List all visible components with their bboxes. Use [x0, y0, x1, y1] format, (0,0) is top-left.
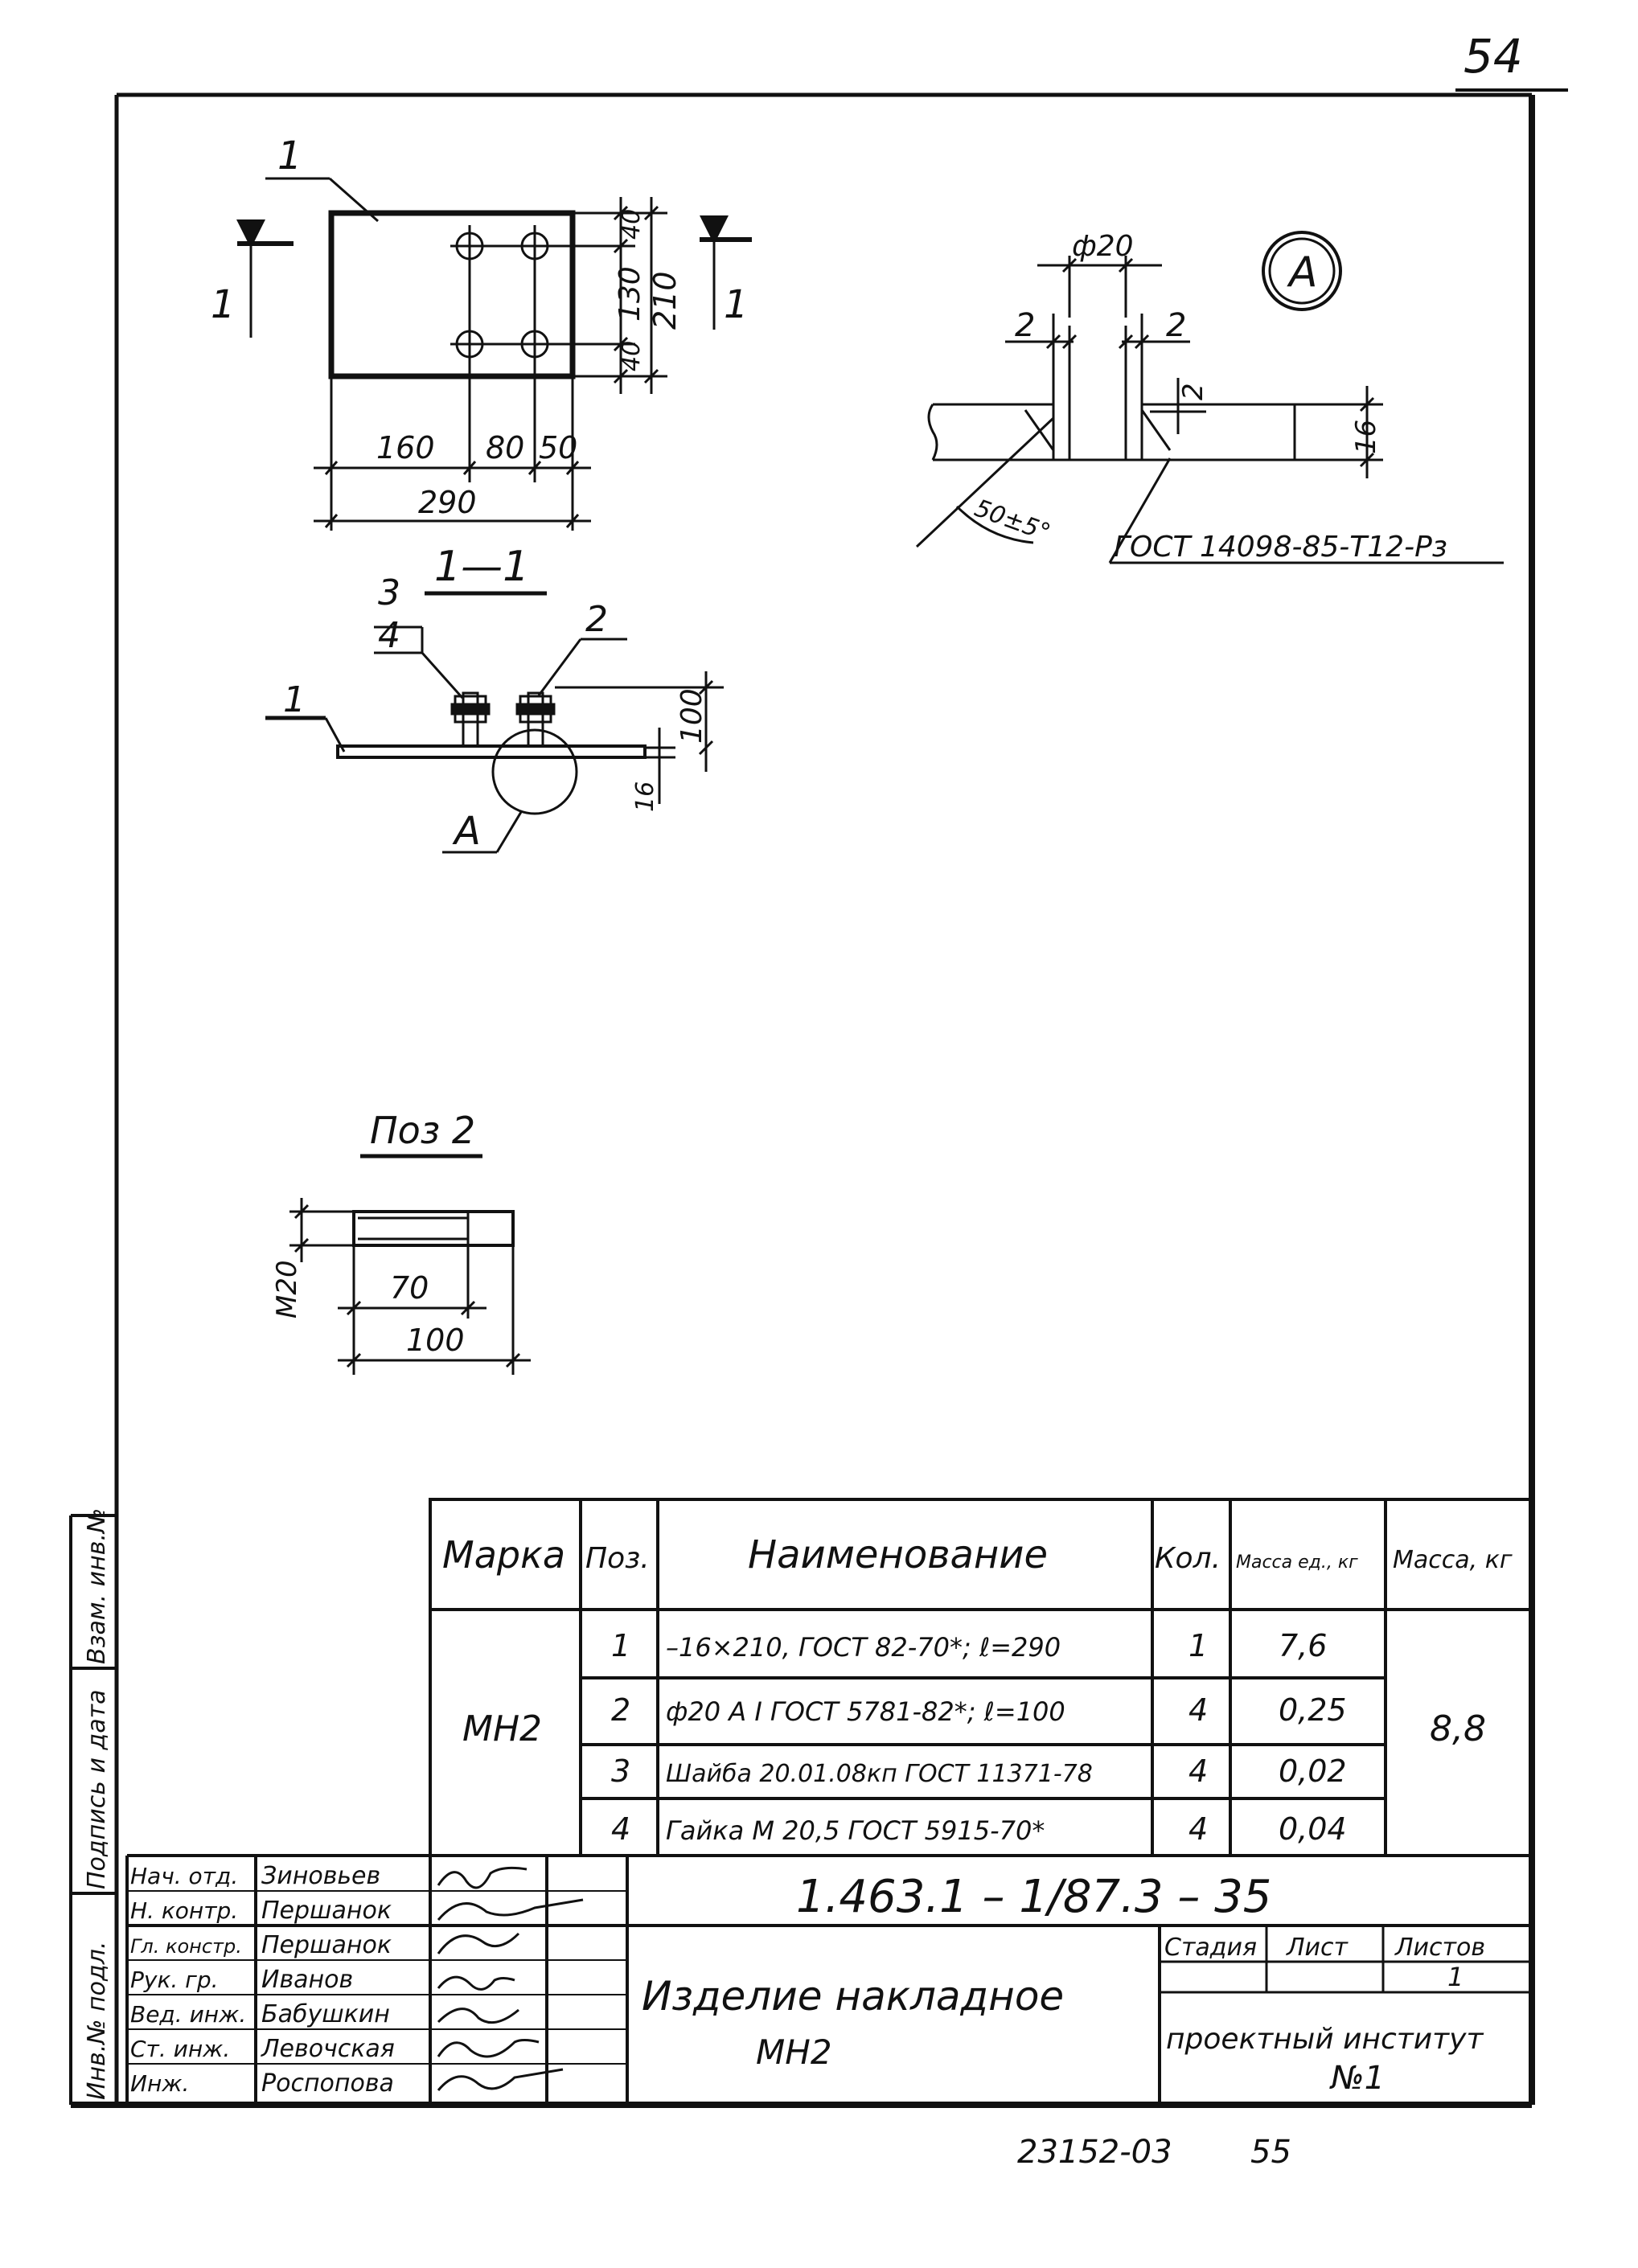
- section-mark-right: 1: [724, 282, 749, 327]
- detail-dia: ф20: [1072, 230, 1134, 263]
- spec-row-name: ф20 А I ГОСТ 5781-82*; ℓ=100: [666, 1696, 1065, 1727]
- signatures: [437, 1866, 584, 2091]
- spec-row-name: Гайка М 20,5 ГОСТ 5915-70*: [666, 1815, 1045, 1846]
- spec-row-qty: 1: [1188, 1628, 1208, 1663]
- spec-row-pos: 4: [611, 1811, 630, 1847]
- spec-row-2: 2 ф20 А I ГОСТ 5781-82*; ℓ=100 4 0,25: [611, 1692, 1347, 1728]
- bottom-code: 23152-03: [1017, 2134, 1172, 2171]
- spec-row-name: Шайба 20.01.08кп ГОСТ 11371-78: [666, 1760, 1093, 1788]
- detail-thick: 16: [1350, 420, 1382, 454]
- section-label-2: 2: [585, 599, 608, 640]
- spec-header-name: Наименование: [748, 1532, 1048, 1577]
- spec-row-3: 3 Шайба 20.01.08кп ГОСТ 11371-78 4 0,02: [611, 1753, 1347, 1789]
- dim-50: 50: [539, 430, 577, 465]
- detail-gost: ГОСТ 14098-85-Т12-Рз: [1114, 531, 1447, 564]
- pos2-view: [289, 1154, 531, 1375]
- spec-row-pos: 3: [611, 1753, 630, 1789]
- title-block-grid: [125, 1854, 1532, 2105]
- dim-40-bottom: 40: [618, 341, 646, 371]
- spec-row-name: –16×210, ГОСТ 82-70*; ℓ=290: [666, 1632, 1061, 1663]
- side-stamp-podp: Подпись и дата: [83, 1690, 111, 1890]
- spec-row-mass: 0,02: [1279, 1753, 1347, 1789]
- sheet-label: Лист: [1286, 1934, 1349, 1962]
- spec-row-pos: 2: [611, 1692, 630, 1728]
- detail-label: A: [1287, 248, 1318, 297]
- section-label-3: 3: [378, 572, 400, 613]
- item-name: Изделие накладное: [642, 1973, 1064, 2020]
- org-line1: проектный институт: [1166, 2023, 1484, 2056]
- name-7: Роспопова: [261, 2069, 394, 2098]
- sheet-frame: [71, 92, 1535, 2108]
- role-7: Инж.: [130, 2070, 189, 2097]
- side-stamp-vzam: Взам. инв.№: [83, 1508, 111, 1664]
- spec-mark: МН2: [462, 1708, 542, 1749]
- role-6: Ст. инж.: [130, 2036, 230, 2062]
- pos2-thread: М20: [271, 1260, 303, 1319]
- section-mark-left: 1: [211, 282, 236, 327]
- side-stamp-inv: Инв.№ подл.: [83, 1942, 111, 2100]
- plan-pos-label: 1: [277, 133, 302, 178]
- spec-row-mass: 0,25: [1279, 1692, 1347, 1728]
- plan-view: [236, 177, 752, 531]
- bolt-holes: [450, 225, 555, 362]
- detail-gap-left: 2: [1015, 307, 1035, 344]
- doc-code: 1.463.1 – 1/87.3 – 35: [796, 1871, 1271, 1923]
- dim-40-top: 40: [618, 209, 646, 240]
- dim-80: 80: [486, 430, 524, 465]
- role-5: Вед. инж.: [130, 2001, 246, 2028]
- section-title: 1—1: [434, 543, 529, 591]
- item-mark: МН2: [756, 2032, 832, 2072]
- role-2: Н. контр.: [130, 1897, 238, 1924]
- section-view: [265, 591, 724, 854]
- spec-header-mass: Масса, кг: [1393, 1546, 1513, 1574]
- name-4: Иванов: [261, 1966, 353, 1994]
- role-3: Гл. констр.: [130, 1935, 242, 1958]
- sheets-count: 1: [1447, 1962, 1464, 1992]
- signature-names: Зиновьев Першанок Першанок Иванов Бабушк…: [261, 1862, 395, 2098]
- section-node-label: A: [452, 809, 481, 854]
- bottom-page: 55: [1250, 2134, 1291, 2171]
- pos2-len-thread: 70: [390, 1270, 429, 1306]
- spec-row-qty: 4: [1188, 1692, 1208, 1728]
- sheets-label: Листов: [1394, 1934, 1485, 1962]
- detail-weld: 2: [1177, 383, 1209, 400]
- spec-row-qty: 4: [1188, 1753, 1208, 1789]
- stage-label: Стадия: [1164, 1934, 1257, 1962]
- name-3: Першанок: [261, 1931, 392, 1959]
- org-line2: №1: [1329, 2060, 1385, 2097]
- spec-header-pos: Поз.: [585, 1542, 650, 1575]
- name-6: Левочская: [261, 2035, 395, 2063]
- name-1: Зиновьев: [261, 1862, 380, 1890]
- spec-header-qty: Кол.: [1155, 1542, 1221, 1575]
- spec-row-pos: 1: [611, 1628, 630, 1663]
- name-5: Бабушкин: [261, 2000, 390, 2028]
- signature-roles: Нач. отд. Н. контр. Гл. констр. Рук. гр.…: [130, 1863, 246, 2097]
- spec-total-mass: 8,8: [1430, 1708, 1486, 1749]
- side-stamp-grid: [69, 1514, 117, 2105]
- detail-gap-right: 2: [1166, 307, 1186, 344]
- spec-row-mass: 7,6: [1279, 1628, 1327, 1663]
- detail-a: [915, 231, 1504, 564]
- role-4: Рук. гр.: [130, 1967, 219, 1993]
- page-number: 54: [1464, 29, 1523, 84]
- dim-290: 290: [418, 485, 477, 520]
- spec-header-mark: Марка: [442, 1533, 565, 1577]
- pos2-title: Поз 2: [370, 1109, 475, 1152]
- dim-16: 16: [631, 781, 659, 812]
- dim-130: 130: [614, 266, 647, 322]
- role-1: Нач. отд.: [130, 1863, 238, 1889]
- dim-160: 160: [376, 430, 435, 465]
- section-label-1: 1: [283, 679, 306, 720]
- spec-row-4: 4 Гайка М 20,5 ГОСТ 5915-70* 4 0,04: [611, 1811, 1347, 1847]
- dim-210: 210: [647, 271, 683, 330]
- spec-header-mass-unit: Масса ед., кг: [1236, 1552, 1358, 1573]
- section-label-4: 4: [378, 615, 400, 656]
- pos2-len-total: 100: [406, 1323, 465, 1358]
- name-2: Першанок: [261, 1897, 392, 1925]
- spec-row-1: 1 –16×210, ГОСТ 82-70*; ℓ=290 1 7,6: [611, 1628, 1327, 1663]
- spec-row-mass: 0,04: [1279, 1811, 1347, 1847]
- dim-100: 100: [675, 688, 708, 744]
- spec-row-qty: 4: [1188, 1811, 1208, 1847]
